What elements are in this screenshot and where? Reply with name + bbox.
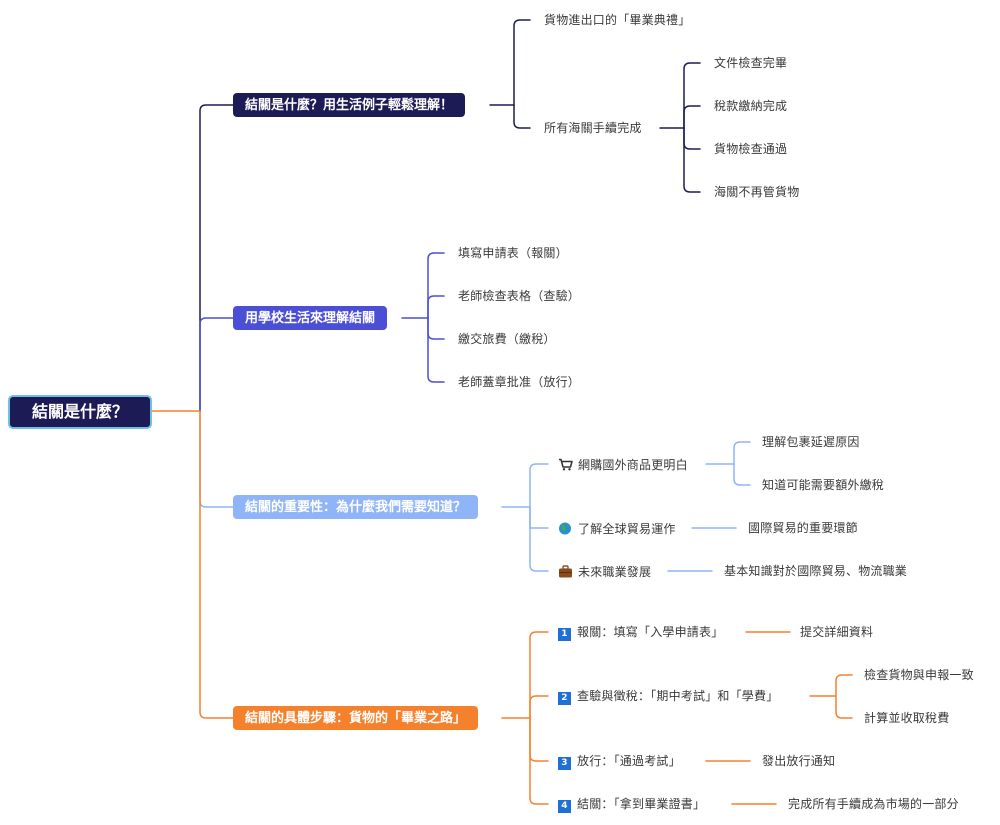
step-inspection-tax-label: 查驗與徵稅：「期中考試」和「學費」 — [577, 689, 779, 703]
topic-verify-goods[interactable]: 檢查貨物與申報一致 — [864, 668, 974, 682]
topic-taxes-paid[interactable]: 稅款繳納完成 — [714, 99, 788, 113]
connector-b2-c3 — [427, 317, 445, 340]
topic-customs-released[interactable]: 海關不再管貨物 — [714, 185, 800, 199]
connector-b3-c3 — [529, 506, 549, 572]
connector-b1-c2-g1 — [683, 62, 701, 129]
topic-all-procedures-complete[interactable]: 所有海關手續完成 — [544, 121, 642, 135]
connector-b3-c1-g1 — [733, 441, 751, 465]
topic-market-entry[interactable]: 完成所有手續成為市場的一部分 — [788, 797, 959, 811]
connector-b3-c2 — [529, 506, 549, 529]
topic-global-trade[interactable]: 了解全球貿易運作 — [558, 522, 676, 535]
connector-b2-c2 — [427, 295, 445, 319]
connector-b1-c2-g2 — [683, 105, 701, 129]
connector-b1-c2 — [513, 104, 531, 129]
connector-b4-c3 — [529, 717, 549, 762]
step-declaration[interactable]: 1 報關：填寫「入學申請表」 — [558, 626, 723, 641]
connector-b1-c1 — [513, 19, 531, 106]
branch-importance[interactable]: 結關的重要性：為什麼我們需要知道？ — [233, 495, 479, 519]
connector-b4-c1 — [529, 631, 549, 719]
connector-b4-c4 — [529, 717, 549, 805]
step-clearance[interactable]: 4 結關：「拿到畢業證書」 — [558, 798, 705, 813]
topic-graduation-ceremony[interactable]: 貨物進出口的「畢業典禮」 — [544, 13, 691, 27]
connector-b4-c2-g2 — [835, 695, 853, 719]
topic-career[interactable]: 未來職業發展 — [558, 565, 651, 578]
branch-clearance-steps[interactable]: 結關的具體步驟：貨物的「畢業之路」 — [233, 706, 479, 730]
connector-b3-c1 — [529, 463, 549, 508]
connector-b4-c2 — [529, 695, 549, 719]
step-clearance-label: 結關：「拿到畢業證書」 — [577, 797, 706, 811]
briefcase-icon — [559, 565, 572, 578]
step-number-badge: 4 — [558, 800, 571, 813]
step-release[interactable]: 3 放行：「通過考試」 — [558, 755, 681, 770]
connector-b1-c2-g3 — [683, 127, 701, 150]
step-declaration-label: 報關：填寫「入學申請表」 — [577, 625, 724, 639]
step-release-label: 放行：「通過考試」 — [577, 754, 681, 768]
topic-global-trade-label: 了解全球貿易運作 — [578, 522, 676, 536]
connector-b4-c2-g1 — [835, 674, 853, 697]
connector-b3-c1-g2 — [733, 463, 751, 486]
connector-b2-c4 — [427, 317, 445, 383]
topic-logistics-career[interactable]: 基本知識對於國際貿易、物流職業 — [724, 564, 908, 578]
branch-school-life-analogy[interactable]: 用學校生活來理解結關 — [233, 306, 388, 330]
topic-documents-checked[interactable]: 文件檢查完畢 — [714, 56, 788, 70]
topic-online-shopping[interactable]: 網購國外商品更明白 — [558, 458, 688, 471]
root-topic[interactable]: 結關是什麼？ — [8, 395, 152, 429]
topic-pay-fees[interactable]: 繳交旅費（繳稅） — [458, 332, 556, 346]
topic-calculate-tax[interactable]: 計算並收取稅費 — [864, 711, 950, 725]
connector-root-branch3 — [199, 410, 234, 508]
connector-root-branch2 — [199, 317, 234, 412]
connector-root-branch4 — [199, 410, 234, 719]
step-inspection-tax[interactable]: 2 查驗與徵稅：「期中考試」和「學費」 — [558, 690, 778, 705]
topic-goods-inspected[interactable]: 貨物檢查通過 — [714, 142, 788, 156]
topic-trade-link[interactable]: 國際貿易的重要環節 — [748, 521, 858, 535]
connector-b1-c2-g4 — [683, 127, 701, 193]
topic-teacher-check[interactable]: 老師檢查表格（查驗） — [458, 289, 581, 303]
topic-submit-details[interactable]: 提交詳細資料 — [800, 625, 874, 639]
topic-online-shopping-label: 網購國外商品更明白 — [578, 458, 688, 472]
topic-parcel-delay[interactable]: 理解包裹延遲原因 — [762, 435, 860, 449]
shopping-cart-icon — [559, 458, 573, 471]
topic-fill-application[interactable]: 填寫申請表（報關） — [458, 246, 568, 260]
topic-teacher-approval[interactable]: 老師蓋章批准（放行） — [458, 375, 581, 389]
topic-career-label: 未來職業發展 — [578, 565, 652, 579]
step-number-badge: 1 — [558, 628, 571, 641]
connector-root-branch1 — [199, 104, 234, 412]
step-number-badge: 2 — [558, 692, 571, 705]
topic-extra-tax[interactable]: 知道可能需要額外繳稅 — [762, 478, 885, 492]
connector-b2-c1 — [427, 252, 445, 319]
globe-icon — [559, 522, 571, 535]
branch-what-is-customs-clearance[interactable]: 結關是什麼？用生活例子輕鬆理解！ — [233, 93, 466, 117]
topic-release-notice[interactable]: 發出放行通知 — [762, 754, 836, 768]
step-number-badge: 3 — [558, 757, 571, 770]
